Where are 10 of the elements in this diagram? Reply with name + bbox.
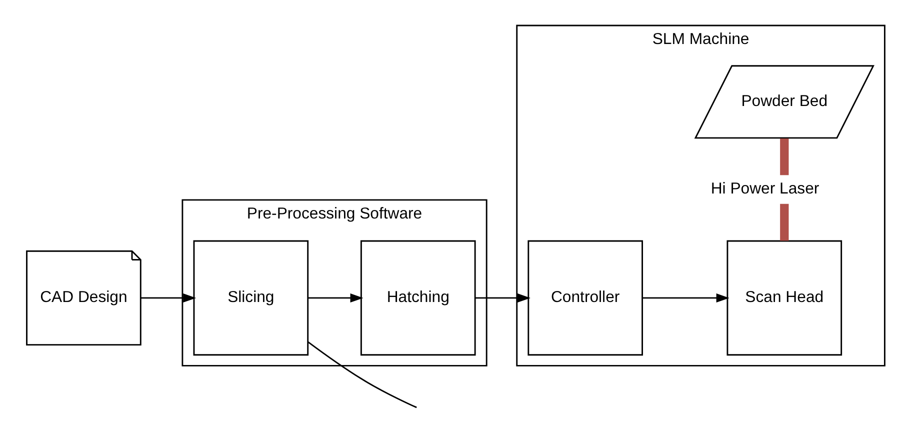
arrow (308, 293, 363, 302)
node-box: Controller (527, 240, 642, 356)
arrow (140, 293, 196, 302)
arrow (474, 293, 530, 302)
arrow (642, 293, 729, 302)
node-box: Scan Head (726, 240, 842, 356)
connector (307, 341, 416, 408)
node-box: Hatching (360, 240, 476, 356)
edge-label: Hi Power Laser (710, 180, 819, 198)
node-box: Slicing (192, 240, 308, 356)
